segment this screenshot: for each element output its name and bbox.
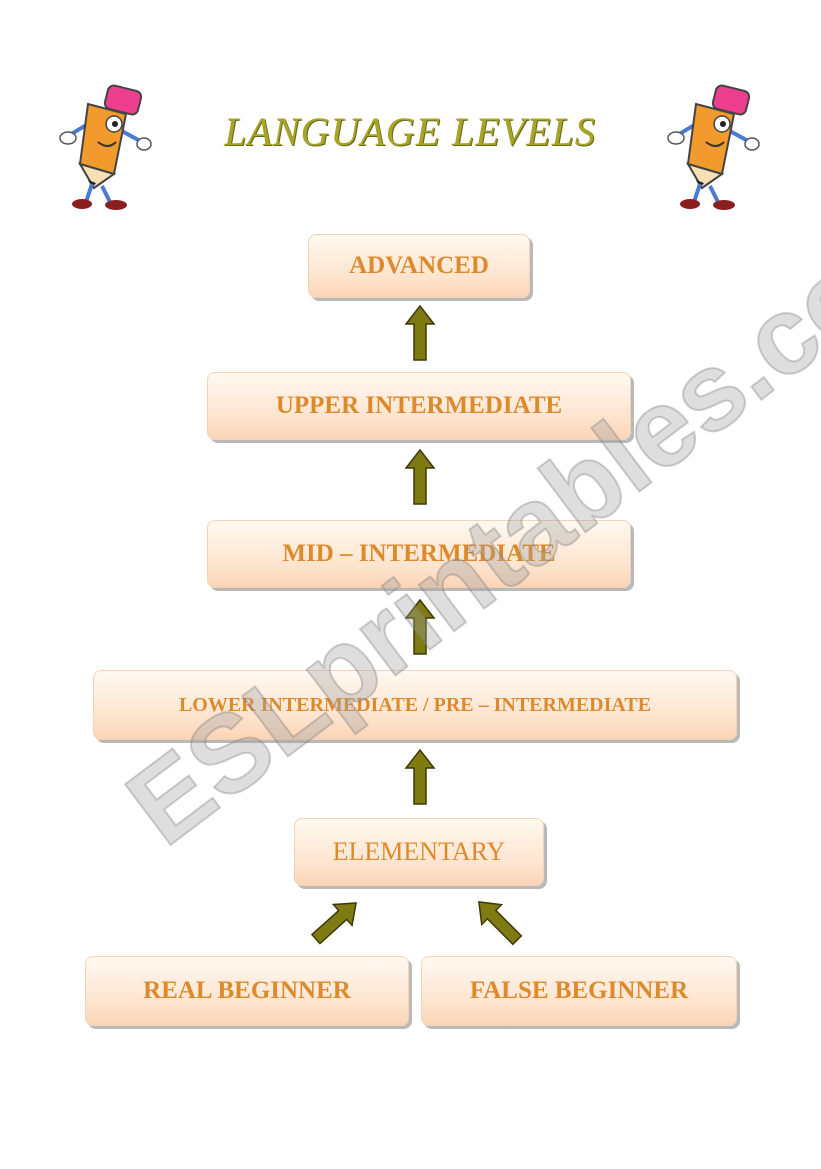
level-box-advanced: ADVANCED — [308, 234, 530, 298]
level-box-real-beginner: REAL BEGINNER — [85, 956, 409, 1026]
level-box-mid-intermediate: MID – INTERMEDIATE — [207, 520, 631, 588]
pencil-mascot-icon — [667, 84, 760, 210]
level-label: MID – INTERMEDIATE — [282, 540, 556, 567]
arrow-up-icon — [404, 598, 436, 655]
pencil-mascot-icon — [59, 84, 152, 210]
arrow-diagonal-up-left-icon — [478, 901, 523, 946]
level-label: FALSE BEGINNER — [469, 977, 689, 1004]
arrow-diagonal-up-right-icon — [310, 902, 357, 945]
level-label: UPPER INTERMEDIATE — [275, 392, 563, 419]
level-box-elementary: ELEMENTARY — [294, 818, 544, 886]
page-title: LANGUAGE LEVELS — [224, 109, 596, 154]
level-label: REAL BEGINNER — [143, 977, 351, 1004]
arrow-up-icon — [404, 448, 436, 505]
level-box-upper-intermediate: UPPER INTERMEDIATE — [207, 372, 631, 440]
level-label: LOWER INTERMEDIATE / PRE – INTERMEDIATE — [178, 693, 652, 716]
level-box-false-beginner: FALSE BEGINNER — [421, 956, 737, 1026]
arrow-up-icon — [404, 304, 436, 361]
level-label: ADVANCED — [349, 252, 489, 279]
arrow-up-icon — [404, 748, 436, 805]
level-label: ELEMENTARY — [332, 837, 506, 866]
level-box-lower-intermediate: LOWER INTERMEDIATE / PRE – INTERMEDIATE — [93, 670, 737, 740]
